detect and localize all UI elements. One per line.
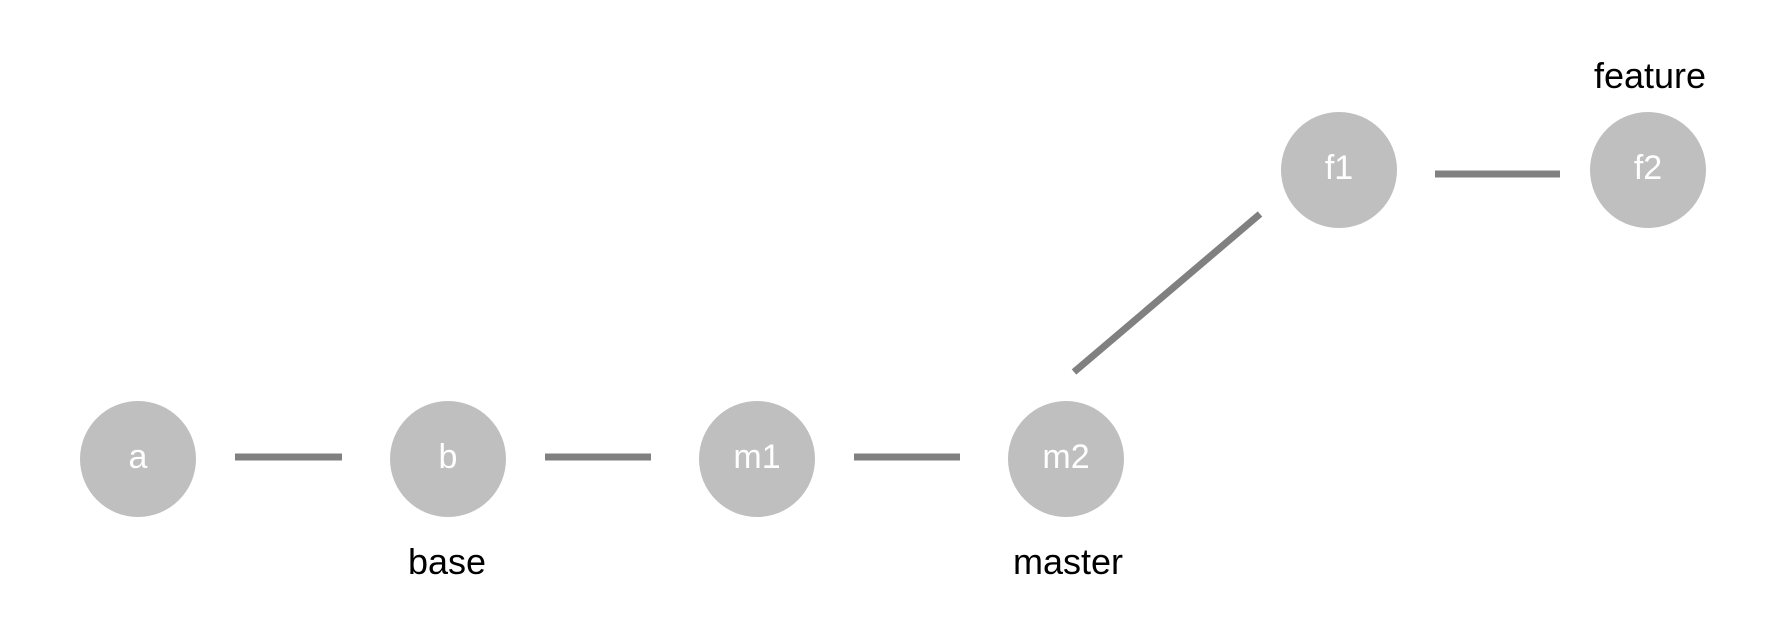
branch-label-feature: feature [1594,55,1706,96]
commit-label-m2: m2 [1042,438,1089,476]
edge-layer [235,170,1560,461]
commit-circle-f2[interactable] [1590,112,1706,228]
commit-label-b: b [439,438,458,476]
commit-circle-b[interactable] [390,401,506,517]
commit-node-a[interactable]: a [80,401,196,517]
commit-label-f1: f1 [1325,149,1353,187]
commit-circle-a[interactable] [80,401,196,517]
commit-label-f2: f2 [1634,149,1662,187]
commit-label-a: a [129,438,148,476]
edge-m2-f1 [1071,211,1263,375]
commit-node-f2[interactable]: f2 [1590,112,1706,228]
commit-circle-m2[interactable] [1008,401,1124,517]
branch-label-base: base [408,541,486,582]
commit-circle-m1[interactable] [699,401,815,517]
commit-node-f1[interactable]: f1 [1281,112,1397,228]
commit-node-m1[interactable]: m1 [699,401,815,517]
commit-node-b[interactable]: b [390,401,506,517]
commit-circle-f1[interactable] [1281,112,1397,228]
node-layer: a b m1 m2 f1 f2 [80,112,1706,517]
commit-label-m1: m1 [733,438,780,476]
branch-label-master: master [1013,541,1123,582]
commit-node-m2[interactable]: m2 [1008,401,1124,517]
branch-label-layer: base master feature [408,55,1706,582]
